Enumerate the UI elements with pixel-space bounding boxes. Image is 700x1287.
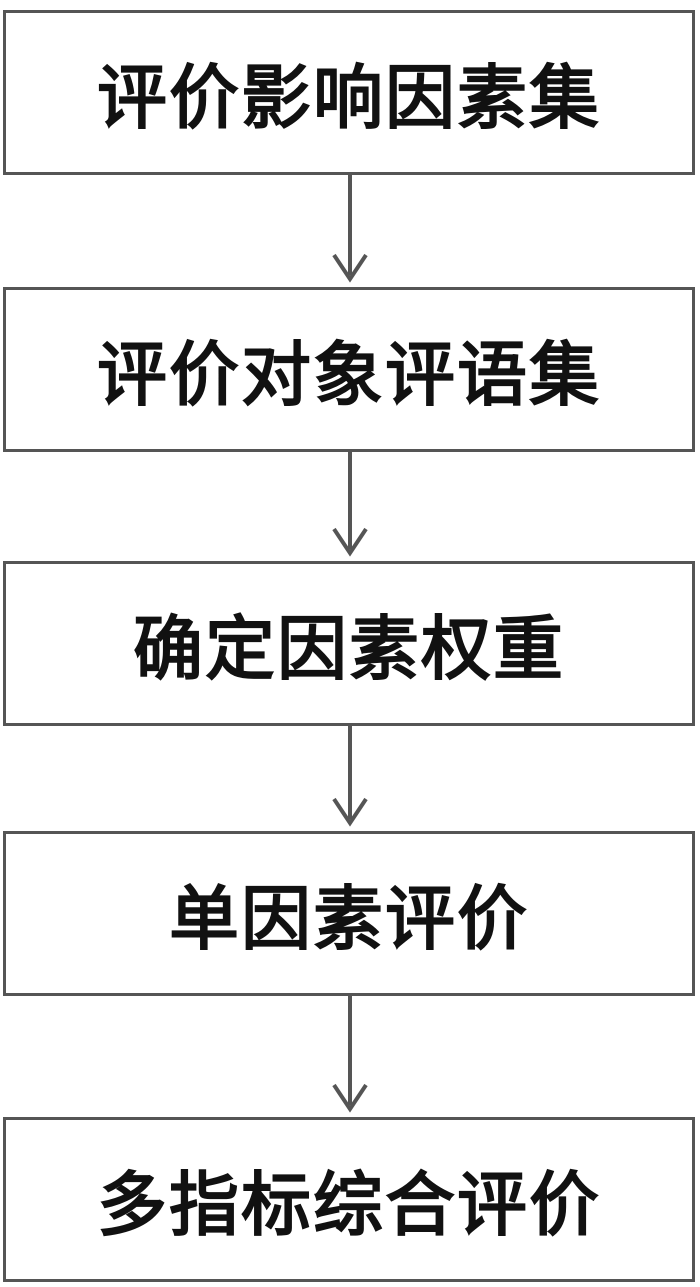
down-arrow-icon: [332, 996, 368, 1113]
step-box-multi-index-evaluation: 多指标综合评价: [3, 1117, 695, 1282]
step-label: 多指标综合评价: [97, 1163, 601, 1246]
down-arrow-icon: [332, 175, 368, 283]
step-label: 评价对象评语集: [97, 333, 601, 416]
step-box-single-factor-evaluation: 单因素评价: [3, 831, 695, 996]
down-arrow-icon: [332, 452, 368, 557]
step-label: 单因素评价: [169, 877, 529, 960]
step-label: 确定因素权重: [133, 607, 565, 690]
step-box-comment-set: 评价对象评语集: [3, 287, 695, 452]
step-box-factor-weights: 确定因素权重: [3, 561, 695, 726]
step-label: 评价影响因素集: [97, 56, 601, 139]
step-box-influencing-factors: 评价影响因素集: [3, 10, 695, 175]
down-arrow-icon: [332, 726, 368, 827]
